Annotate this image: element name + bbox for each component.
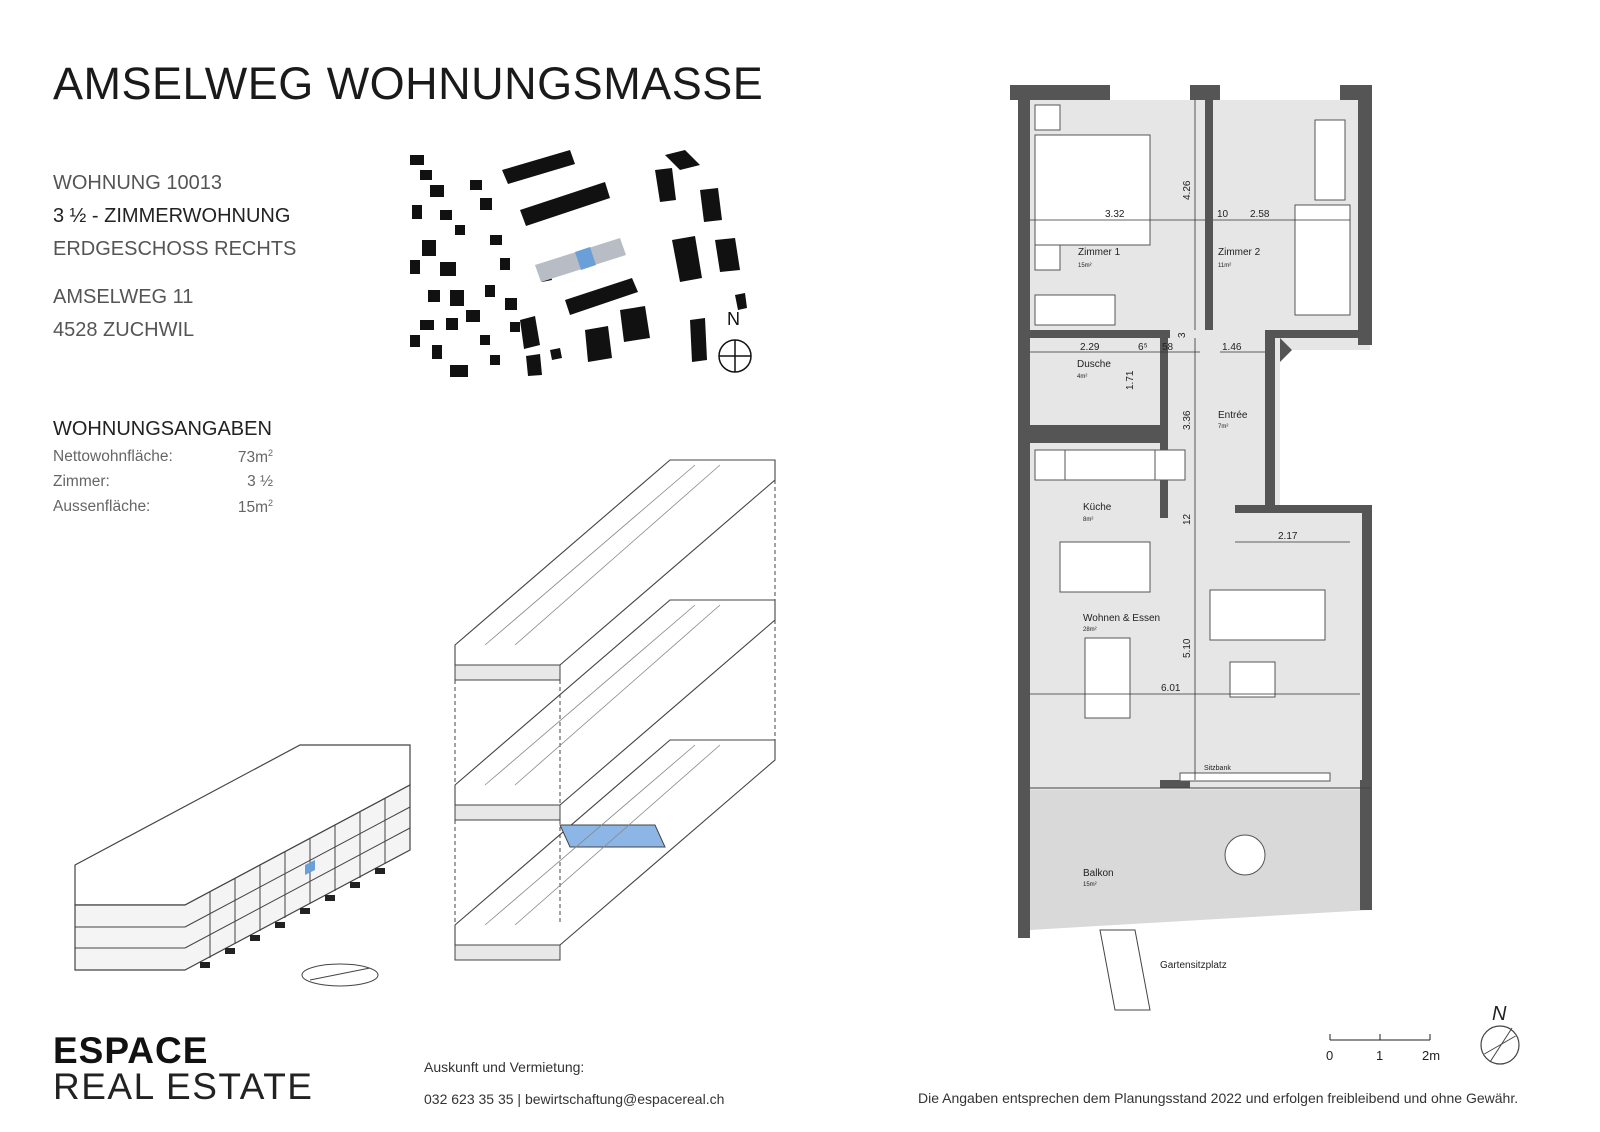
room-name: Entrée [1218, 410, 1248, 421]
dimension-label: 5.10 [1182, 638, 1193, 658]
dimension-label: 2.17 [1278, 531, 1298, 542]
room-name: Zimmer 1 [1078, 247, 1121, 258]
scale-label: 0 [1326, 1048, 1333, 1063]
spec-label: Zimmer: [53, 473, 110, 490]
spec-row: Nettowohnfläche: 73m2 [53, 448, 273, 466]
north-label: N [1492, 1003, 1507, 1025]
dimension-label: 4.26 [1182, 180, 1193, 200]
spec-row: Aussenfläche: 15m2 [53, 498, 273, 516]
building-axonometric [74, 744, 411, 987]
room-name: Küche [1083, 502, 1112, 513]
dimension-label: 12 [1182, 513, 1193, 525]
address-city: 4528 ZUCHWIL [53, 319, 195, 341]
floor-plan: Zimmer 1 15m² Zimmer 2 11m² Dusche 4m² E… [1010, 85, 1372, 1011]
room-area: 4m² [1077, 374, 1087, 380]
contact-line: 032 623 35 35 | bewirtschaftung@espacere… [424, 1091, 725, 1107]
dimension-label: 1.46 [1222, 342, 1242, 353]
scale-and-north: 0 1 2m N [1326, 1003, 1520, 1065]
apartment-floor: ERDGESCHOSS RECHTS [53, 238, 297, 260]
room-area: 15m² [1078, 263, 1092, 269]
apartment-number: WOHNUNG 10013 [53, 172, 222, 194]
dimension-label: 58 [1162, 342, 1174, 353]
dimension-label: 6⁵ [1138, 342, 1148, 353]
dimension-label: 2.58 [1250, 209, 1270, 220]
contact-heading: Auskunft und Vermietung: [424, 1059, 585, 1075]
specs-heading: WOHNUNGSANGABEN [53, 418, 272, 440]
sitzbank-label: Sitzbank [1204, 765, 1231, 772]
room-area: 7m² [1218, 424, 1228, 430]
room-area: 28m² [1083, 627, 1097, 633]
site-plan: N [410, 150, 752, 377]
disclaimer: Die Angaben entsprechen dem Planungsstan… [918, 1090, 1519, 1106]
exploded-floors [454, 459, 776, 961]
dimension-label: 1.71 [1125, 370, 1136, 390]
dimension-label: 3.36 [1182, 410, 1193, 430]
spec-value: 15m [237, 499, 268, 517]
dimension-label: 10 [1217, 209, 1229, 220]
spec-label: Aussenfläche: [53, 498, 151, 515]
spec-sup: 2 [267, 448, 273, 458]
page-title: AMSELWEG WOHNUNGSMASSE [53, 58, 764, 109]
room-name: Zimmer 2 [1218, 247, 1261, 258]
brand-logo-line2: REAL ESTATE [53, 1066, 314, 1107]
garden-label: Gartensitzplatz [1160, 960, 1227, 971]
dimension-label: 2.29 [1080, 342, 1100, 353]
dimension-label: 3 [1177, 332, 1188, 338]
spec-sup: 2 [267, 498, 273, 508]
room-name: Dusche [1077, 359, 1111, 370]
apartment-type: 3 ½ - ZIMMERWOHNUNG [53, 205, 291, 227]
address-street: AMSELWEG 11 [53, 286, 194, 308]
spec-value: 73m [237, 449, 268, 467]
spec-label: Nettowohnfläche: [53, 448, 173, 465]
room-area: 11m² [1218, 263, 1231, 269]
room-area: 8m² [1083, 517, 1093, 523]
scale-label: 1 [1376, 1048, 1383, 1063]
room-area: 15m² [1083, 882, 1097, 888]
north-label: N [727, 309, 740, 329]
north-arrow-icon [1480, 1025, 1520, 1065]
dimension-label: 6.01 [1161, 683, 1181, 694]
brand-logo-line1: ESPACE [53, 1030, 209, 1071]
spec-value: 3 ½ [247, 473, 273, 490]
spec-row: Zimmer: 3 ½ [53, 473, 273, 491]
scale-label: 2m [1422, 1048, 1440, 1063]
room-name: Balkon [1083, 868, 1114, 879]
dimension-label: 3.32 [1105, 209, 1125, 220]
room-name: Wohnen & Essen [1083, 613, 1160, 624]
